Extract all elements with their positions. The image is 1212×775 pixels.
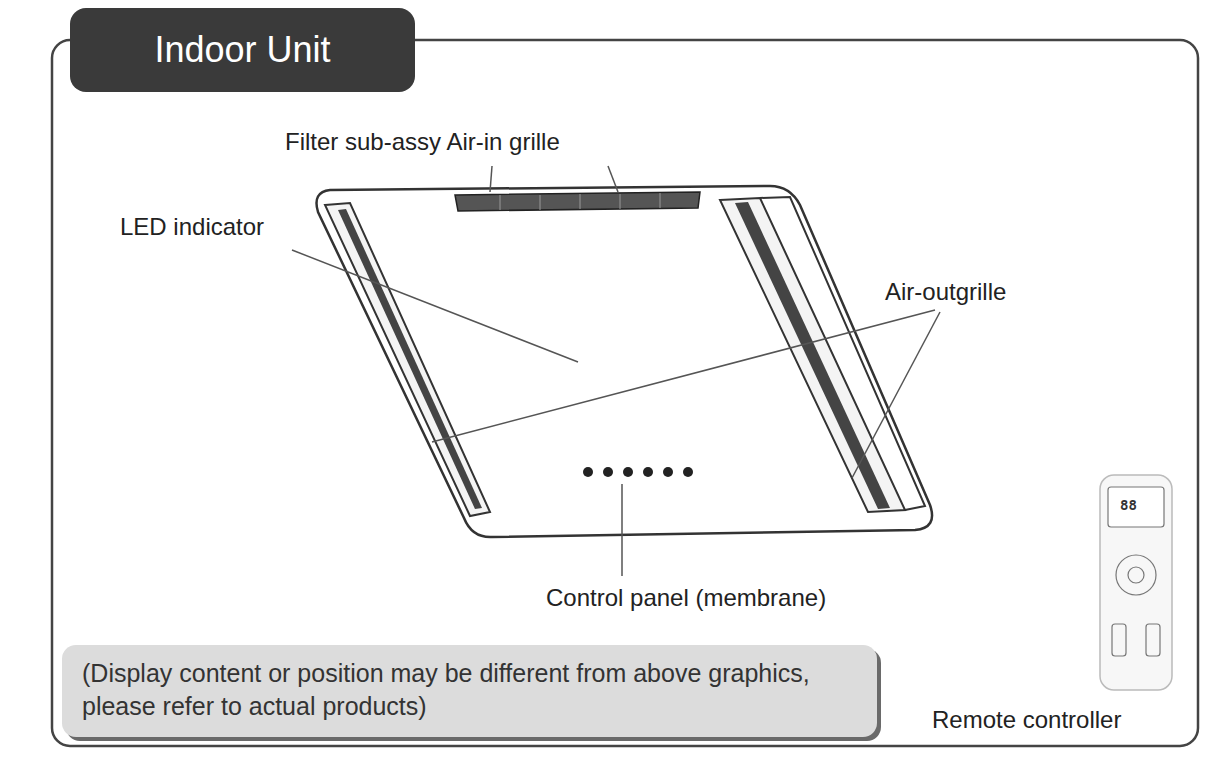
part-label: Air-outgrille [885, 278, 1006, 306]
part-label: LED indicator [120, 213, 264, 241]
part-label: Filter sub-assy Air-in grille [285, 128, 560, 156]
leader-lines [292, 166, 940, 576]
air-out-grille-right [720, 198, 905, 512]
title: Indoor Unit [154, 29, 330, 71]
air-in-grille [455, 192, 700, 211]
remote-display: 88 [1120, 497, 1137, 513]
part-label: Control panel (membrane) [546, 584, 826, 612]
title-tab: Indoor Unit [70, 8, 415, 92]
remote-controller [1100, 475, 1172, 690]
grille-slot [338, 209, 482, 509]
air-out-grille-left [325, 203, 490, 516]
frame [52, 40, 1198, 746]
control-buttons [583, 467, 693, 477]
note-text: (Display content or position may be diff… [82, 657, 857, 722]
part-label: Remote controller [932, 706, 1121, 734]
unit-body [317, 186, 933, 537]
note-box: (Display content or position may be diff… [62, 645, 877, 737]
